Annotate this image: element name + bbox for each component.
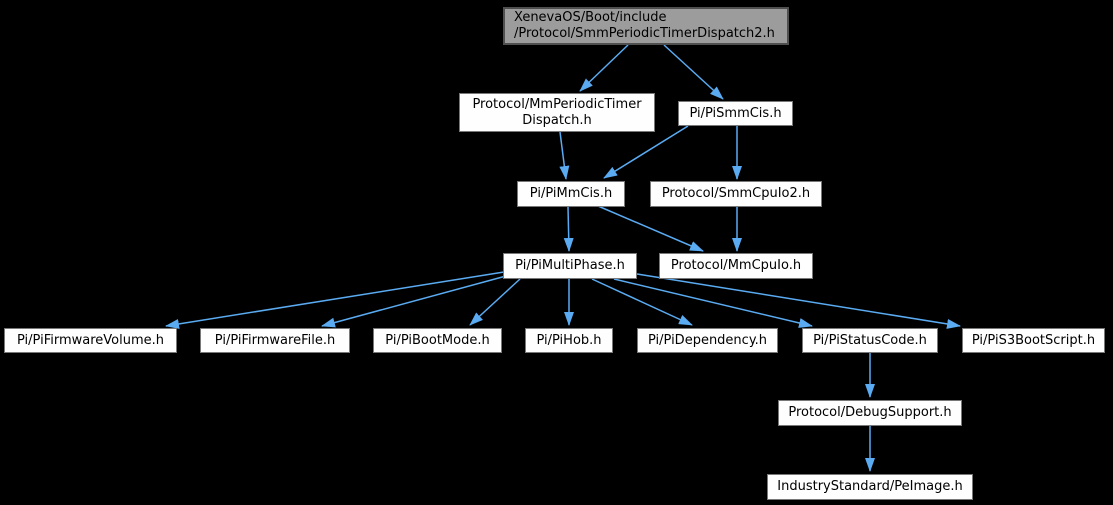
- graph-node-pe-image[interactable]: IndustryStandard/PeImage.h: [767, 474, 973, 500]
- edge-smm-periodic-timer-dispatch2-to-mm-periodic-timer-dispatch: [579, 44, 629, 92]
- graph-node-pi-firmware-volume[interactable]: Pi/PiFirmwareVolume.h: [4, 328, 177, 353]
- graph-node-pi-hob[interactable]: Pi/PiHob.h: [525, 328, 613, 353]
- node-label-line: Pi/PiFirmwareVolume.h: [16, 332, 164, 348]
- graph-node-debug-support[interactable]: Protocol/DebugSupport.h: [778, 400, 962, 426]
- graph-node-smm-cpu-io2[interactable]: Protocol/SmmCpuIo2.h: [650, 181, 822, 207]
- graph-node-pi-smm-cis[interactable]: Pi/PiSmmCis.h: [678, 101, 793, 126]
- edge-pi-smm-cis-to-pi-mm-cis: [603, 125, 689, 179]
- node-label-line: Pi/PiHob.h: [536, 332, 602, 348]
- edge-pi-multi-phase-to-pi-dependency: [591, 278, 693, 326]
- graph-node-pi-dependency[interactable]: Pi/PiDependency.h: [637, 328, 778, 353]
- node-label-line: XenevaOS/Boot/include: [514, 10, 667, 25]
- edge-pi-mm-cis-to-pi-multi-phase: [563, 206, 574, 252]
- graph-node-pi-s3-boot-script[interactable]: Pi/PiS3BootScript.h: [962, 328, 1105, 353]
- node-label-line: Pi/PiMultiPhase.h: [515, 258, 625, 273]
- node-label-line: Dispatch.h: [522, 112, 592, 128]
- edge-pi-multi-phase-to-pi-firmware-volume: [165, 271, 505, 329]
- node-label-line: Pi/PiMmCis.h: [529, 186, 613, 201]
- edge-smm-periodic-timer-dispatch2-to-pi-smm-cis: [663, 44, 724, 100]
- graph-node-pi-mm-cis[interactable]: Pi/PiMmCis.h: [517, 181, 625, 207]
- node-label-line: Pi/PiDependency.h: [647, 332, 768, 348]
- node-label-line: Pi/PiSmmCis.h: [689, 105, 782, 121]
- graph-node-pi-firmware-file[interactable]: Pi/PiFirmwareFile.h: [200, 328, 350, 353]
- edge-mm-periodic-timer-dispatch-to-pi-mm-cis: [559, 131, 570, 180]
- edge-pi-multi-phase-to-pi-status-code: [613, 278, 813, 328]
- edge-pi-mm-cis-to-mm-cpu-io: [597, 205, 704, 252]
- node-label-line: Pi/PiBootMode.h: [385, 332, 490, 348]
- node-label-line: Protocol/DebugSupport.h: [788, 405, 952, 420]
- graph-node-pi-boot-mode[interactable]: Pi/PiBootMode.h: [373, 328, 502, 353]
- edge-pi-multi-phase-to-pi-firmware-file: [321, 275, 507, 328]
- node-label-line: Protocol/SmmCpuIo2.h: [661, 186, 811, 201]
- edge-pi-multi-phase-to-pi-s3-boot-script: [636, 273, 961, 329]
- graph-node-smm-periodic-timer-dispatch2[interactable]: XenevaOS/Boot/include/Protocol/SmmPeriod…: [503, 7, 789, 45]
- graph-node-pi-multi-phase[interactable]: Pi/PiMultiPhase.h: [503, 253, 637, 279]
- node-label-line: /Protocol/SmmPeriodicTimerDispatch2.h: [514, 26, 775, 41]
- node-label-line: Pi/PiS3BootScript.h: [971, 332, 1096, 348]
- node-label-line: Pi/PiFirmwareFile.h: [214, 332, 336, 348]
- graph-node-mm-cpu-io[interactable]: Protocol/MmCpuIo.h: [659, 253, 813, 279]
- edge-pi-multi-phase-to-pi-boot-mode: [469, 278, 521, 326]
- node-label-line: Protocol/MmCpuIo.h: [670, 258, 802, 273]
- node-label-line: Protocol/MmPeriodicTimer: [472, 96, 642, 112]
- graph-node-pi-status-code[interactable]: Pi/PiStatusCode.h: [802, 328, 938, 353]
- node-label-line: Pi/PiStatusCode.h: [813, 332, 927, 348]
- node-label-line: IndustryStandard/PeImage.h: [777, 479, 963, 494]
